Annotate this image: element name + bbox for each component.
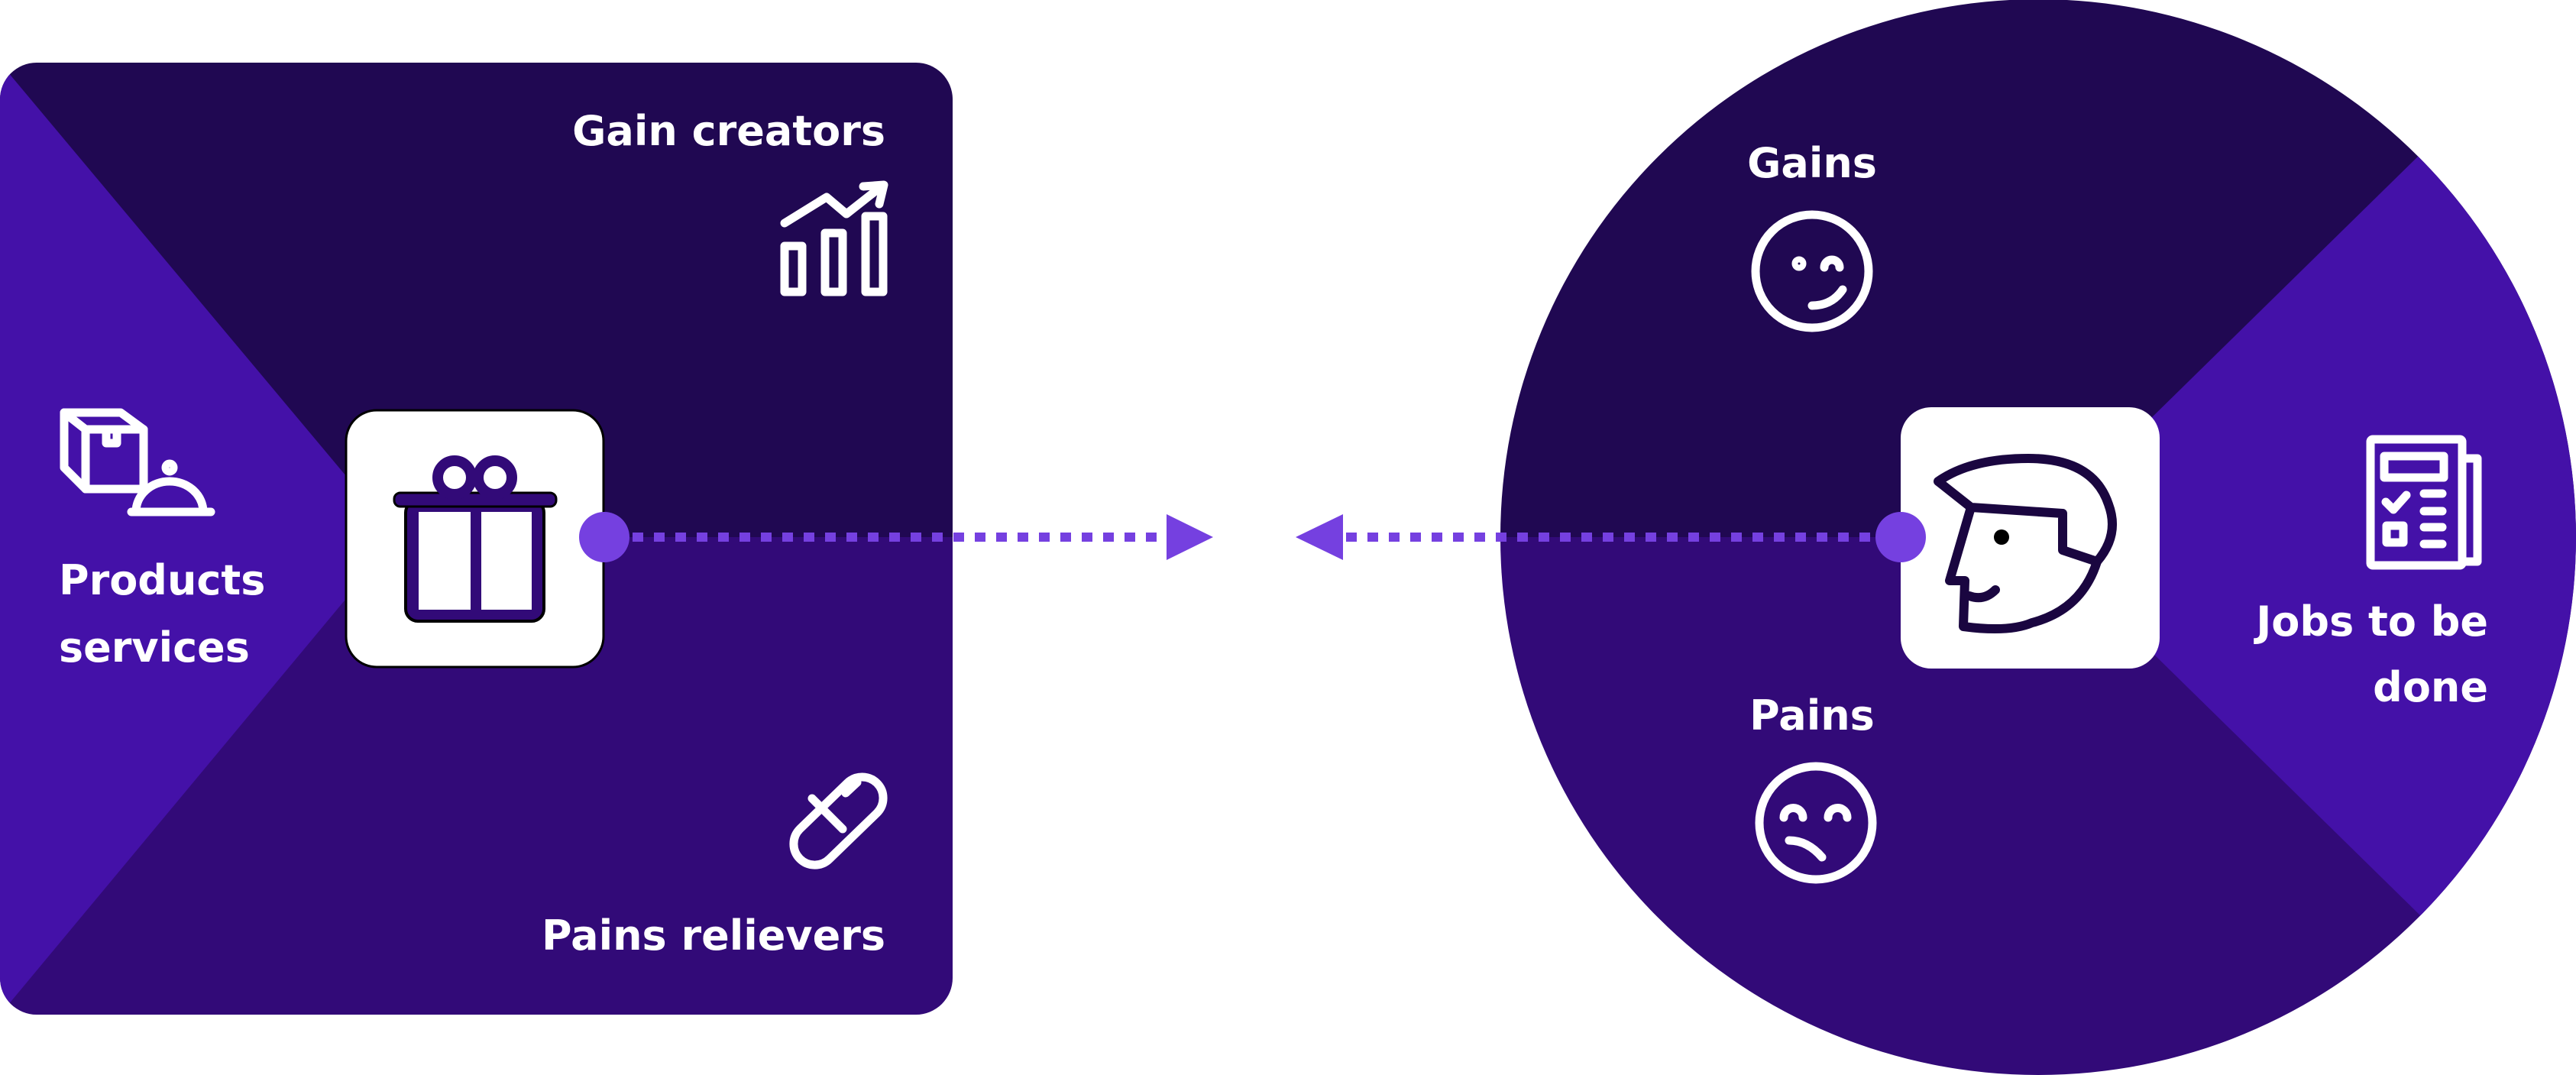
chart-growth-icon: [780, 180, 888, 296]
smiley-face-icon: [1751, 210, 1873, 332]
connector-left: [579, 512, 1213, 562]
products-services-section: [0, 63, 397, 1015]
pains-label: Pains: [1749, 691, 1875, 740]
gain-creators-label: Gain creators: [572, 107, 885, 155]
person-eye: [1994, 529, 2009, 545]
person-tile[interactable]: [1901, 407, 2160, 669]
checklist-document-icon: [2366, 435, 2482, 570]
jobs-label-line2: done: [2373, 663, 2488, 711]
arrow-left-icon: [1296, 514, 1343, 560]
connector-dot-right[interactable]: [1875, 512, 1926, 562]
pill-icon: [789, 772, 888, 869]
jobs-label-line1: Jobs to be: [2253, 597, 2488, 646]
gift-icon: [393, 455, 558, 623]
products-label: Products: [59, 556, 265, 604]
jobs-section: [2032, 153, 2576, 917]
gains-label: Gains: [1747, 139, 1877, 187]
pain-relievers-label: Pains relievers: [542, 911, 885, 960]
services-label: services: [59, 623, 250, 672]
sad-face-icon: [1755, 762, 1877, 884]
box-and-cloche-icon: [60, 408, 215, 516]
arrow-right-icon: [1167, 514, 1213, 560]
connector-right: [1296, 514, 1887, 560]
connector-dot[interactable]: [579, 512, 629, 562]
person-head-icon: [1934, 454, 2117, 634]
gift-tile[interactable]: [345, 409, 605, 669]
